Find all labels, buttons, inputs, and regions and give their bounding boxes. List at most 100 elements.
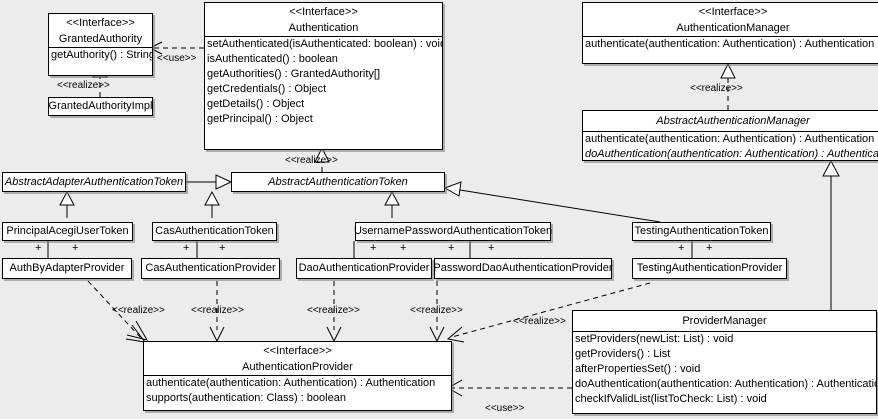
relationship-label-realize-grantedauthorityimpl: <<realize>> <box>57 80 110 91</box>
class-name-label: AbstractAuthenticationManager <box>656 115 810 127</box>
relationship-label-realize-abstractauthenticationmanager: <<realize>> <box>690 83 743 94</box>
compartment-separator <box>573 331 876 332</box>
class-testing-authentication-provider[interactable]: TestingAuthenticationProvider <box>632 258 787 279</box>
compartment-separator <box>205 36 442 37</box>
compartment-separator <box>583 36 878 37</box>
open-arrowhead-authbyadapter <box>125 324 147 343</box>
hollow-triangle-aat-cas <box>204 190 220 206</box>
compartment-separator <box>583 131 878 132</box>
operation-row: getProviders() : List <box>575 348 671 360</box>
stereotype-label: <<Interface>> <box>263 345 332 357</box>
hollow-triangle-aat-userpass <box>384 190 400 206</box>
multiplicity-marker: + <box>183 242 190 254</box>
multiplicity-marker: + <box>678 242 685 254</box>
multiplicity-marker: + <box>370 242 377 254</box>
open-arrowhead-testingprovider <box>446 326 465 343</box>
class-testing-authentication-token[interactable]: TestingAuthenticationToken <box>632 222 771 241</box>
operation-row: doAuthentication(authentication: Authent… <box>575 378 876 390</box>
relationship-label-use-grantedauthority: <<use>> <box>157 53 197 64</box>
operation-row: setProviders(newList: List) : void <box>575 333 734 345</box>
relationship-label-use-authenticationprovider: <<use>> <box>485 403 525 414</box>
class-name-label: Authentication <box>288 22 359 34</box>
operation-row: getAuthorities() : GrantedAuthority[] <box>207 68 381 80</box>
operation-row: afterPropertiesSet() : void <box>575 363 701 375</box>
class-abstract-adapter-authentication-token[interactable]: AbstractAdapterAuthenticationToken <box>2 172 186 192</box>
stereotype-label: <<Interface>> <box>289 6 358 18</box>
multiplicity-marker: + <box>35 242 42 254</box>
hollow-triangle-authenticationmanager <box>720 62 736 79</box>
operations-compartment: setAuthenticated(isAuthenticated: boolea… <box>205 37 442 127</box>
class-dao-authentication-provider[interactable]: DaoAuthenticationProvider <box>296 258 432 279</box>
compartment-separator <box>49 47 152 48</box>
relationship-label-realize-casprovider: <<realize>> <box>191 305 244 316</box>
class-name-label: DaoAuthenticationProvider <box>298 262 430 274</box>
relationship-label-realize-daoprovider: <<realize>> <box>307 305 360 316</box>
hollow-triangle-abstractadapter <box>59 190 75 206</box>
class-cas-authentication-provider[interactable]: CasAuthenticationProvider <box>141 258 280 279</box>
multiplicity-marker: + <box>219 242 226 254</box>
operation-row: isAuthenticated() : boolean <box>207 53 338 65</box>
operation-row: getCredentials() : Object <box>207 83 327 95</box>
hollow-triangle-authentication <box>314 146 330 163</box>
generalization-link-testingauthenticationtoken <box>459 189 661 223</box>
class-name-label: GrantedAuthorityImpl <box>48 100 153 112</box>
class-auth-by-adapter-provider[interactable]: AuthByAdapterProvider <box>2 258 132 279</box>
multiplicity-marker: + <box>488 242 495 254</box>
class-abstract-authentication-token[interactable]: AbstractAuthenticationToken <box>231 172 445 192</box>
relationship-label-realize-authbyadapter: <<realize>> <box>112 305 165 316</box>
class-granted-authority[interactable]: <<Interface>> GrantedAuthority getAuthor… <box>48 13 153 76</box>
class-granted-authority-impl[interactable]: GrantedAuthorityImpl <box>48 97 153 116</box>
class-name-label: GrantedAuthority <box>58 33 143 45</box>
multiplicity-marker: + <box>400 242 407 254</box>
operation-row: supports(authentication: Class) : boolea… <box>146 392 346 404</box>
hollow-triangle-abstractauthenticationtoken-left <box>215 174 233 190</box>
operation-row: getAuthority() : String <box>51 49 152 61</box>
class-name-label: ProviderManager <box>682 315 767 327</box>
operations-compartment: authenticate(authentication: Authenticat… <box>583 132 878 162</box>
class-username-password-authentication-token[interactable]: UsernamePasswordAuthenticationToken <box>353 222 553 241</box>
class-name-label: AbstractAdapterAuthenticationToken <box>4 175 184 188</box>
relationship-label-realize-abstractauthenticationtoken: <<realize>> <box>285 155 338 166</box>
operation-row-abstract: doAuthentication(authentication: Authent… <box>585 148 878 160</box>
class-name-label: AuthByAdapterProvider <box>9 262 125 274</box>
class-authentication-manager[interactable]: <<Interface>> AuthenticationManager auth… <box>582 2 878 64</box>
stereotype-label: <<Interface>> <box>698 6 768 18</box>
hollow-triangle-abstractauthenticationmanager <box>822 159 840 177</box>
class-cas-authentication-token[interactable]: CasAuthenticationToken <box>152 222 277 241</box>
class-authentication[interactable]: <<Interface>> Authentication setAuthenti… <box>204 2 443 150</box>
multiplicity-marker: + <box>448 242 455 254</box>
operations-compartment: authenticate(authentication: Authenticat… <box>583 37 878 52</box>
operation-row: setAuthenticated(isAuthenticated: boolea… <box>207 38 442 50</box>
class-name-label: UsernamePasswordAuthenticationToken <box>353 225 553 237</box>
class-name-label: PasswordDaoAuthenticationProvider <box>433 262 613 274</box>
class-name-label: CasAuthenticationProvider <box>145 262 276 274</box>
class-abstract-authentication-manager[interactable]: AbstractAuthenticationManager authentica… <box>582 110 878 161</box>
operation-row: getPrincipal() : Object <box>207 113 313 125</box>
class-name-label: CasAuthenticationToken <box>155 225 274 237</box>
class-name-label: AuthenticationProvider <box>242 361 353 373</box>
compartment-separator <box>144 375 451 376</box>
relationship-label-realize-passworddaoprovider: <<realize>> <box>410 305 463 316</box>
class-name-label: AbstractAuthenticationToken <box>268 175 408 188</box>
class-name-label: TestingAuthenticationToken <box>634 225 769 237</box>
operations-compartment: setProviders(newList: List) : void getPr… <box>573 332 876 407</box>
hollow-triangle-aat-testing <box>443 181 462 197</box>
class-name-label: PrincipalAcegiUserToken <box>6 225 129 237</box>
stereotype-label: <<Interface>> <box>66 17 135 29</box>
class-provider-manager[interactable]: ProviderManager setProviders(newList: Li… <box>572 310 877 414</box>
class-authentication-provider[interactable]: <<Interface>> AuthenticationProvider aut… <box>143 341 452 411</box>
operations-compartment: getAuthority() : String <box>49 48 152 63</box>
class-principal-acegi-user-token[interactable]: PrincipalAcegiUserToken <box>2 222 133 241</box>
class-name-label: TestingAuthenticationProvider <box>636 262 783 274</box>
operation-row: authenticate(authentication: Authenticat… <box>585 133 875 145</box>
class-name-label: AuthenticationManager <box>676 22 790 34</box>
operations-compartment: authenticate(authentication: Authenticat… <box>144 376 451 406</box>
multiplicity-marker: + <box>706 242 713 254</box>
multiplicity-marker: + <box>72 242 79 254</box>
operation-row: getDetails() : Object <box>207 98 305 110</box>
realize-link-testingauthenticationprovider <box>451 282 651 338</box>
operation-row: authenticate(authentication: Authenticat… <box>585 38 875 50</box>
class-password-dao-authentication-provider[interactable]: PasswordDaoAuthenticationProvider <box>433 258 613 279</box>
